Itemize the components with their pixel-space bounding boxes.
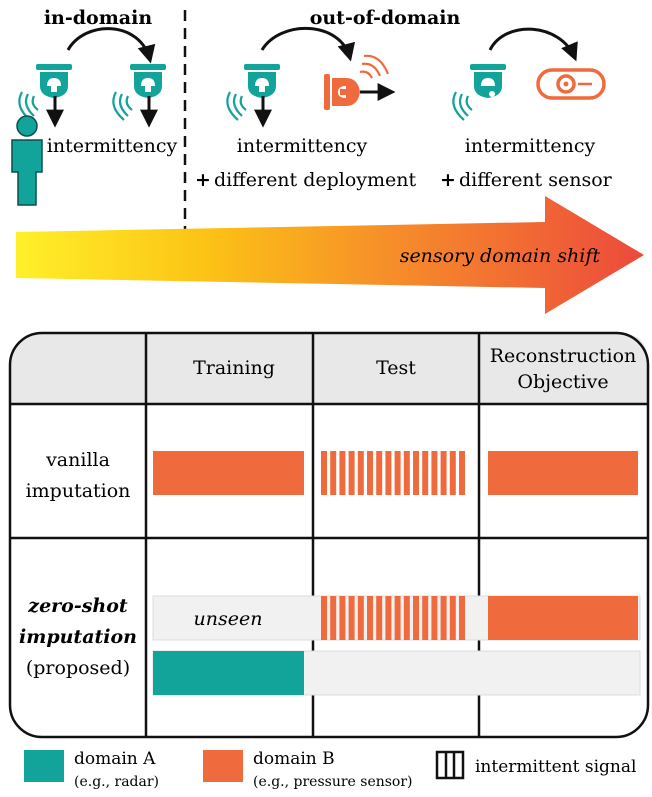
signal-segment: [422, 596, 429, 640]
table-border: [8, 331, 650, 739]
legend-swatch-domain-b: [203, 750, 243, 782]
curved-arrow-icon: [488, 27, 578, 62]
domain-shift-arrow: [16, 196, 644, 314]
signal-segment: [385, 451, 392, 495]
header-objective-line1: Reconstruction: [490, 345, 637, 367]
training-signal-domain-a: [153, 651, 304, 695]
col2-line2: different deployment: [214, 169, 417, 191]
signal-segment: [339, 451, 346, 495]
signal-segment: [339, 596, 346, 640]
signal-segment: [459, 451, 465, 495]
signal-segment: [440, 451, 447, 495]
in-domain-title: in-domain: [44, 7, 153, 29]
signal-segment: [357, 596, 364, 640]
row2-line2: imputation: [19, 626, 137, 648]
legend-domain-b-sub: (e.g., pressure sensor): [253, 774, 413, 790]
out-of-domain-title: out-of-domain: [310, 7, 461, 29]
signal-segment: [348, 451, 355, 495]
plus-sign: +: [195, 169, 211, 191]
table-header-bg: [10, 333, 648, 404]
col2-line1: intermittency: [237, 135, 368, 157]
signal-segment: [440, 596, 447, 640]
signal-segment: [385, 596, 392, 640]
signal-segment: [431, 596, 438, 640]
domain-shift-label: sensory domain shift: [400, 245, 601, 267]
wireless-signal-icon: [226, 91, 247, 121]
comparison-table: [8, 331, 650, 739]
signal-segment: [413, 596, 419, 640]
signal-segment: [403, 451, 410, 495]
signal-segment: [348, 596, 355, 640]
signal-segment: [431, 451, 438, 495]
signal-segment: [321, 596, 327, 640]
signal-segment: [357, 451, 364, 495]
wireless-signal-icon: [359, 54, 390, 79]
legend-swatch-intermittent: [435, 750, 465, 780]
pressure-sensor-icon: [324, 74, 360, 110]
row2-line3: (proposed): [26, 657, 130, 679]
signal-segment: [367, 451, 373, 495]
legend-swatch-domain-a: [24, 750, 64, 782]
signal-segment: [449, 451, 456, 495]
signal-segment: [422, 451, 429, 495]
unseen-label: unseen: [194, 608, 263, 630]
legend-intermittent: intermittent signal: [475, 757, 636, 777]
legend-domain-a-sub: (e.g., radar): [74, 774, 159, 790]
test-intermittent-signal: [321, 596, 465, 640]
legend-domain-a: domain A: [74, 749, 156, 769]
col1-label: intermittency: [47, 135, 178, 157]
signal-segment: [449, 596, 456, 640]
legend-domain-b: domain B: [253, 749, 335, 769]
signal-segment: [330, 451, 337, 495]
col3-line2: different sensor: [459, 169, 613, 191]
signal-segment: [413, 451, 419, 495]
signal-segment: [321, 451, 327, 495]
signal-segment: [376, 596, 383, 640]
radar-sensor-icon: [244, 64, 280, 98]
radar-sensor-icon: [36, 64, 72, 98]
different-sensor-icon: [536, 68, 606, 100]
training-signal-domain-b: [153, 451, 304, 495]
signal-segment: [459, 596, 465, 640]
header-test: Test: [376, 357, 416, 379]
objective-signal-domain-b: [488, 451, 638, 495]
radar-sensor-icon: [130, 64, 166, 98]
header-objective-line2: Objective: [517, 371, 608, 393]
signal-segment: [367, 596, 373, 640]
row2-line1: zero-shot: [27, 595, 128, 617]
signal-segment: [394, 596, 401, 640]
plus-sign: +: [440, 169, 456, 191]
signal-segment: [376, 451, 383, 495]
header-training: Training: [193, 357, 275, 379]
person-icon: [11, 115, 43, 206]
signal-segment: [330, 596, 337, 640]
curved-arrow-icon: [260, 27, 356, 62]
objective-signal-domain-b: [488, 596, 638, 640]
signal-segment: [394, 451, 401, 495]
test-intermittent-signal: [321, 451, 465, 495]
row1-line2: imputation: [26, 480, 131, 502]
curved-arrow-icon: [66, 27, 156, 64]
wireless-signal-icon: [452, 91, 473, 121]
signal-segment: [403, 596, 410, 640]
row1-line1: vanilla: [45, 449, 110, 471]
radar-sensor-icon: [470, 64, 506, 98]
col3-line1: intermittency: [465, 135, 596, 157]
wireless-signal-icon: [112, 91, 133, 121]
